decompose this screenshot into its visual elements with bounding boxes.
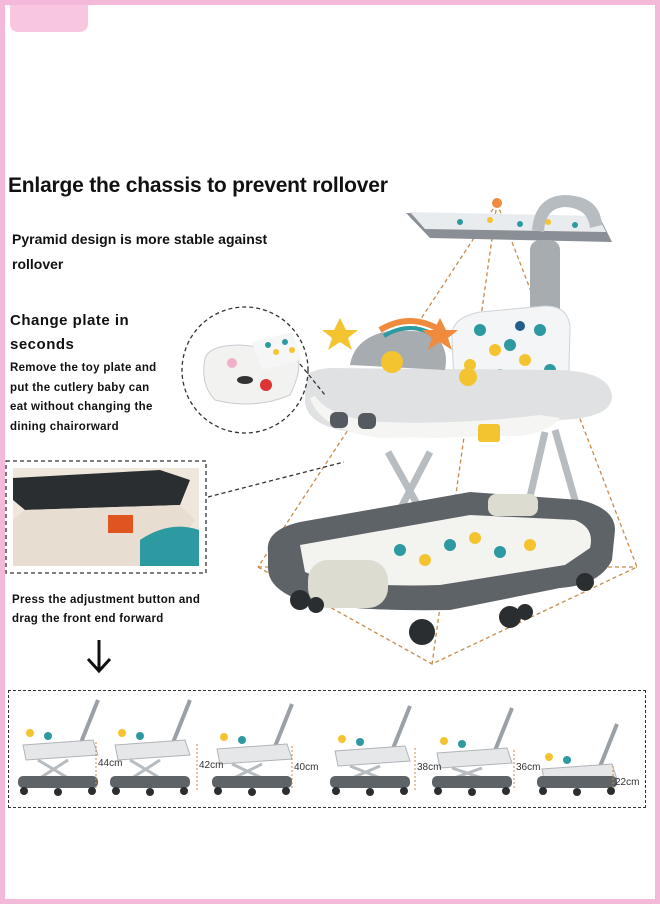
button-inset [5,460,207,574]
walker-thumbnail [212,703,294,796]
height-label: 40cm [294,762,319,773]
walker-thumbnail [110,699,192,796]
height-label: 44cm [98,758,123,769]
height-label: 22cm [615,777,640,788]
down-arrow-icon [86,640,112,674]
height-label: 42cm [199,760,224,771]
height-strip [8,690,646,808]
pink-corner-tab [10,5,88,32]
walker-thumbnail [432,707,514,796]
walker-thumbnail [18,699,100,796]
walker-illustration [5,195,638,665]
walker-tray-body [304,368,612,442]
canopy [406,212,612,242]
walker-thumbnail [537,723,619,796]
headline: Enlarge the chassis to prevent rollover [8,174,388,197]
walker-thumbnail [330,705,412,796]
walker-wheels [290,573,594,645]
plate-inset [181,306,309,434]
toy-bar [322,318,477,386]
change-plate-body: Remove the toy plate and put the cutlery… [10,362,157,433]
adjust-text: Press the adjustment button and drag the… [12,594,201,625]
height-label: 38cm [417,762,442,773]
change-plate-title: Change plate in seconds [10,312,130,353]
apex-dot [492,198,502,208]
walker-base [267,492,615,611]
pyramid-text: Pyramid design is more stable against ro… [12,231,268,272]
height-label: 36cm [516,762,541,773]
